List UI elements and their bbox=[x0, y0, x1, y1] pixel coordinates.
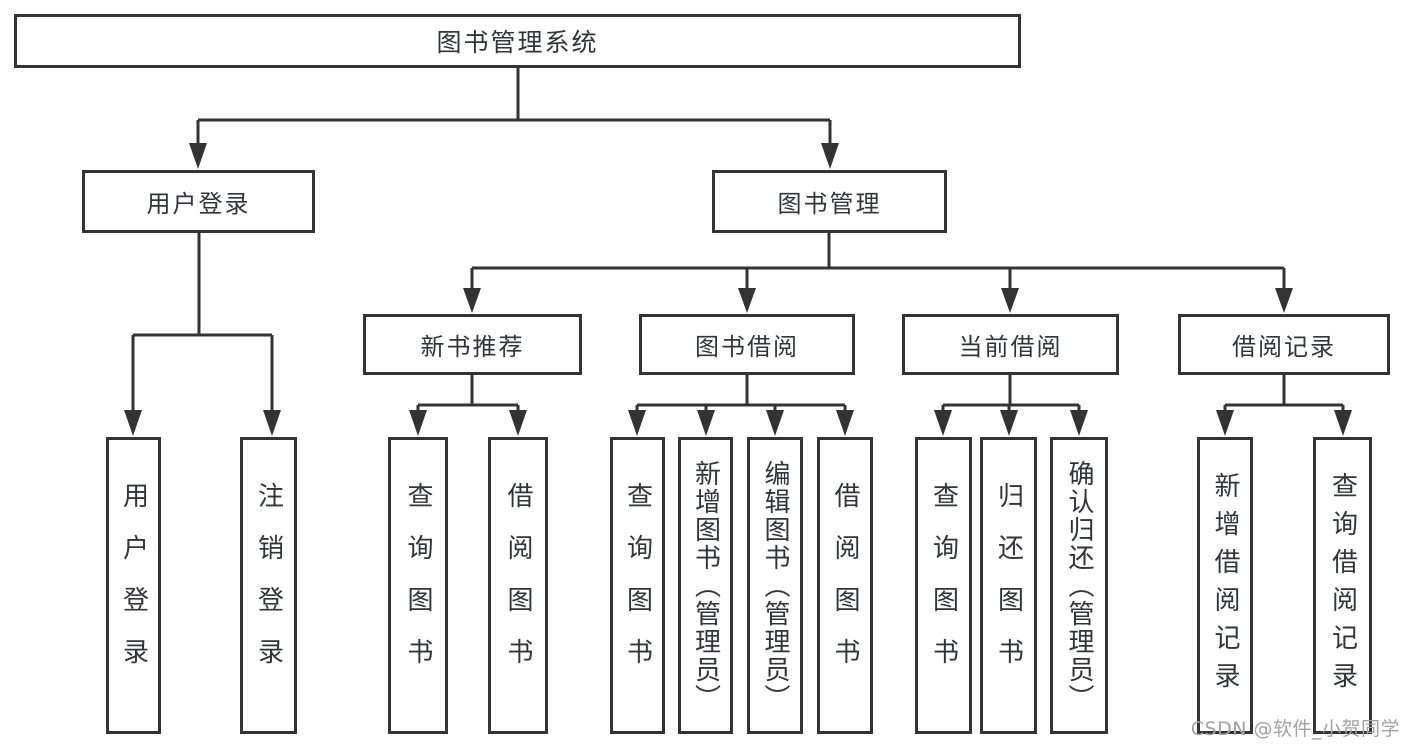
leaf-query-books-current: 查询图书 bbox=[915, 437, 972, 734]
node-label: 注销登录 bbox=[253, 481, 284, 690]
node-label: 查询图书 bbox=[622, 481, 653, 690]
node-label: 查询图书 bbox=[928, 481, 959, 690]
node-label: 用户登录 bbox=[118, 481, 149, 690]
node-current-borrow: 当前借阅 bbox=[902, 314, 1119, 375]
node-new-book-recommend: 新书推荐 bbox=[363, 314, 582, 375]
node-label: 图书管理 bbox=[777, 190, 882, 218]
node-book-borrow: 图书借阅 bbox=[639, 314, 855, 375]
csdn-watermark: CSDN @软件_小贺同学 bbox=[1190, 718, 1400, 740]
leaf-edit-books-admin: 编辑图书（管理员） bbox=[747, 437, 803, 734]
leaf-borrow-books-recommend: 借阅图书 bbox=[488, 437, 548, 734]
node-label: 查询借阅记录 bbox=[1327, 471, 1358, 700]
node-label: 图书借阅 bbox=[695, 333, 799, 361]
leaf-query-borrow-record: 查询借阅记录 bbox=[1313, 437, 1372, 734]
node-label: 借阅图书 bbox=[503, 481, 533, 690]
leaf-user-login: 用户登录 bbox=[106, 437, 161, 734]
leaf-return-books: 归还图书 bbox=[980, 437, 1037, 734]
node-book-management: 图书管理 bbox=[712, 170, 947, 233]
node-label: 新增图书（管理员） bbox=[690, 459, 721, 712]
node-label: 用户登录 bbox=[146, 190, 251, 218]
node-label: 确认归还（管理员） bbox=[1064, 459, 1094, 712]
node-label: 编辑图书（管理员） bbox=[760, 459, 790, 712]
node-label: 新书推荐 bbox=[420, 333, 525, 361]
leaf-query-books-recommend: 查询图书 bbox=[388, 437, 448, 734]
leaf-borrow-books: 借阅图书 bbox=[817, 437, 873, 734]
leaf-add-borrow-record: 新增借阅记录 bbox=[1197, 437, 1253, 734]
leaf-query-books-borrow: 查询图书 bbox=[610, 437, 665, 734]
node-label: 图书管理系统 bbox=[436, 28, 599, 57]
leaf-logout: 注销登录 bbox=[240, 437, 297, 734]
node-root-library-system: 图书管理系统 bbox=[14, 14, 1021, 68]
leaf-confirm-return-admin: 确认归还（管理员） bbox=[1050, 437, 1108, 734]
node-label: 查询图书 bbox=[403, 481, 433, 690]
node-label: 当前借阅 bbox=[958, 333, 1063, 361]
tree-edges bbox=[131, 68, 1345, 412]
node-user-login: 用户登录 bbox=[82, 170, 315, 233]
node-label: 借阅图书 bbox=[830, 481, 860, 690]
leaf-add-books-admin: 新增图书（管理员） bbox=[678, 437, 733, 734]
node-borrow-records: 借阅记录 bbox=[1178, 314, 1390, 375]
node-label: 新增借阅记录 bbox=[1210, 471, 1240, 700]
node-label: 借阅记录 bbox=[1232, 333, 1336, 361]
node-label: 归还图书 bbox=[993, 481, 1024, 690]
